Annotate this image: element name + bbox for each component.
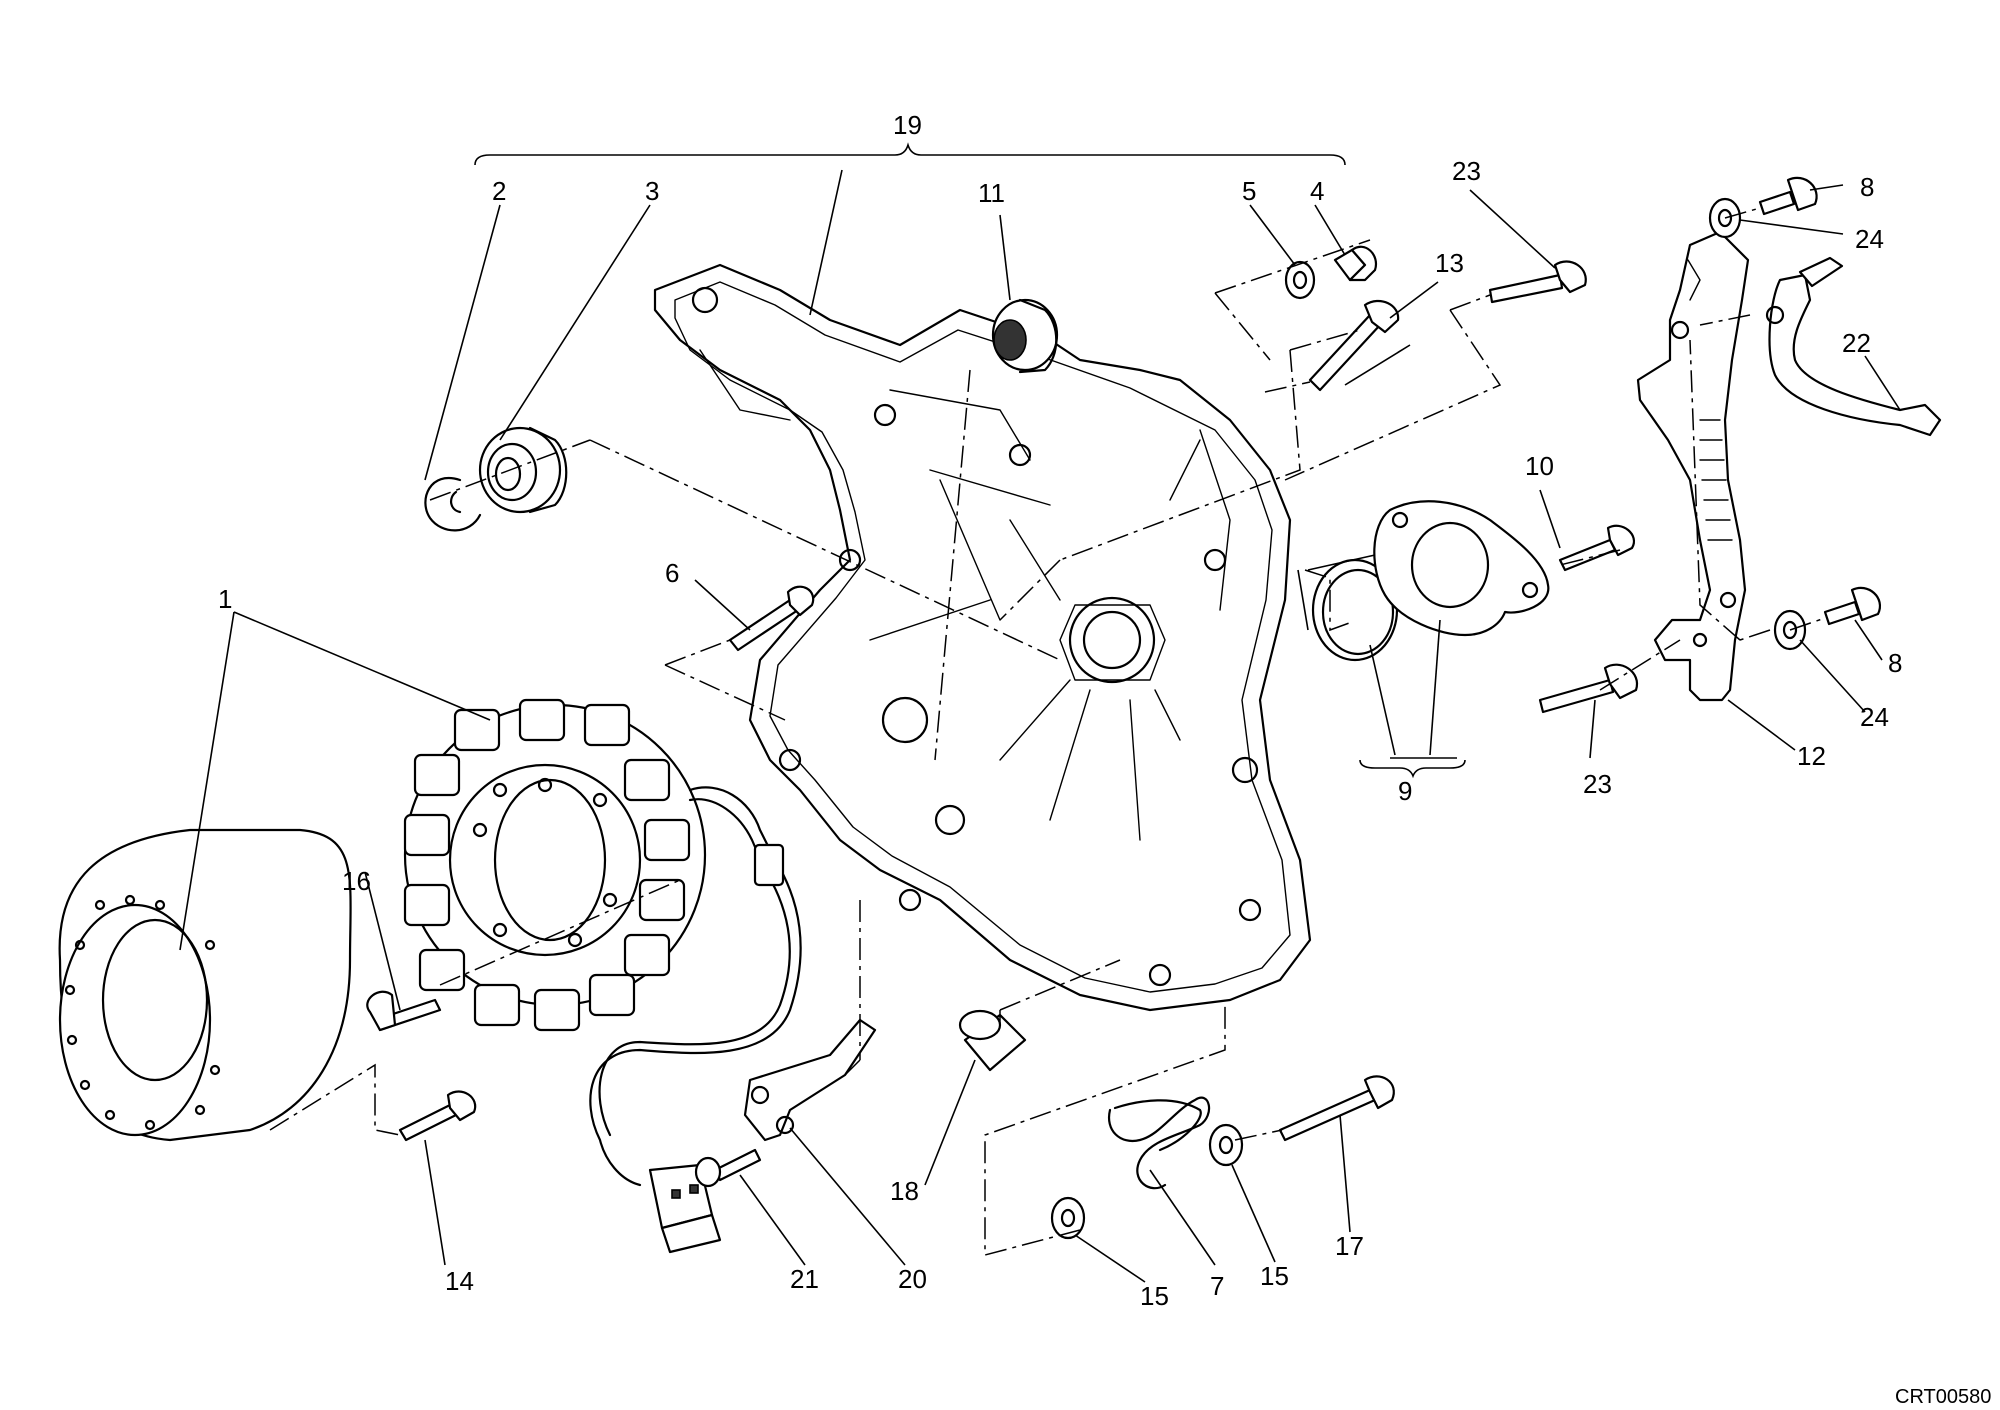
- bolt-17: [1278, 1075, 1395, 1142]
- callout-24a: 24: [1855, 224, 1884, 254]
- callout-23b: 23: [1583, 769, 1612, 799]
- callout-1: 1: [218, 584, 232, 614]
- bolt-6: [728, 585, 815, 652]
- callout-16: 16: [342, 866, 371, 896]
- wire-connector: [648, 1163, 722, 1254]
- callout-18: 18: [890, 1176, 919, 1206]
- callout-numbers: 1 2 3 4 5 6 7 8 8 9 10 11 12 13 14 15 15…: [218, 110, 1902, 1311]
- screw-4: [1333, 245, 1378, 282]
- callout-15a: 15: [1140, 1281, 1169, 1311]
- screw-8a: [1758, 176, 1818, 216]
- callout-17: 17: [1335, 1231, 1364, 1261]
- stator: [403, 698, 802, 1187]
- callout-10: 10: [1525, 451, 1554, 481]
- cable-clamp: [743, 1018, 877, 1142]
- brace-9: [1359, 759, 1466, 779]
- cover-plate: [1373, 500, 1550, 637]
- screw-8b: [1823, 586, 1881, 626]
- callout-4: 4: [1310, 176, 1324, 206]
- spring-clip: [1107, 1096, 1211, 1190]
- callout-8b: 8: [1888, 648, 1902, 678]
- brace-19: [474, 142, 1346, 166]
- screw-10: [1558, 524, 1635, 572]
- callout-8a: 8: [1860, 172, 1874, 202]
- bolt-23a: [1488, 260, 1587, 304]
- washer-15a: [1050, 1196, 1086, 1240]
- callout-22: 22: [1842, 328, 1871, 358]
- drawing-code: CRT00580: [1895, 1386, 1991, 1408]
- callout-2: 2: [492, 176, 506, 206]
- callout-15b: 15: [1260, 1261, 1289, 1291]
- screw-21: [694, 1148, 762, 1188]
- callout-7: 7: [1210, 1271, 1224, 1301]
- washer-5: [1284, 260, 1316, 300]
- circlip: [424, 477, 482, 532]
- clamp-22: [1765, 256, 1942, 437]
- callout-12: 12: [1797, 741, 1826, 771]
- callout-13: 13: [1435, 248, 1464, 278]
- callout-3: 3: [645, 176, 659, 206]
- rotor-bolt-holes: [64, 894, 221, 1131]
- callout-9: 9: [1398, 776, 1412, 806]
- bush-18: [958, 1009, 1027, 1072]
- callout-5: 5: [1242, 176, 1256, 206]
- oil-seal: [991, 298, 1059, 374]
- leader-lines: [179, 169, 1901, 1283]
- callout-24b: 24: [1860, 702, 1889, 732]
- bolt-23b: [1538, 663, 1639, 714]
- callout-6: 6: [665, 558, 679, 588]
- callout-20: 20: [898, 1264, 927, 1294]
- callout-19: 19: [893, 110, 922, 140]
- assembly-axes: [269, 207, 1826, 1256]
- bearing: [478, 426, 568, 514]
- generator-cover: [653, 263, 1312, 1012]
- rotor: [58, 828, 352, 1142]
- callout-11: 11: [978, 178, 1005, 208]
- bolt-13: [1308, 299, 1400, 392]
- callout-23a: 23: [1452, 156, 1481, 186]
- bolt-14: [398, 1090, 477, 1142]
- callout-21: 21: [790, 1264, 819, 1294]
- bolt-16: [366, 990, 442, 1032]
- chain-guide-bracket: [1636, 230, 1750, 702]
- washer-15b: [1208, 1123, 1244, 1167]
- callout-14: 14: [445, 1266, 474, 1296]
